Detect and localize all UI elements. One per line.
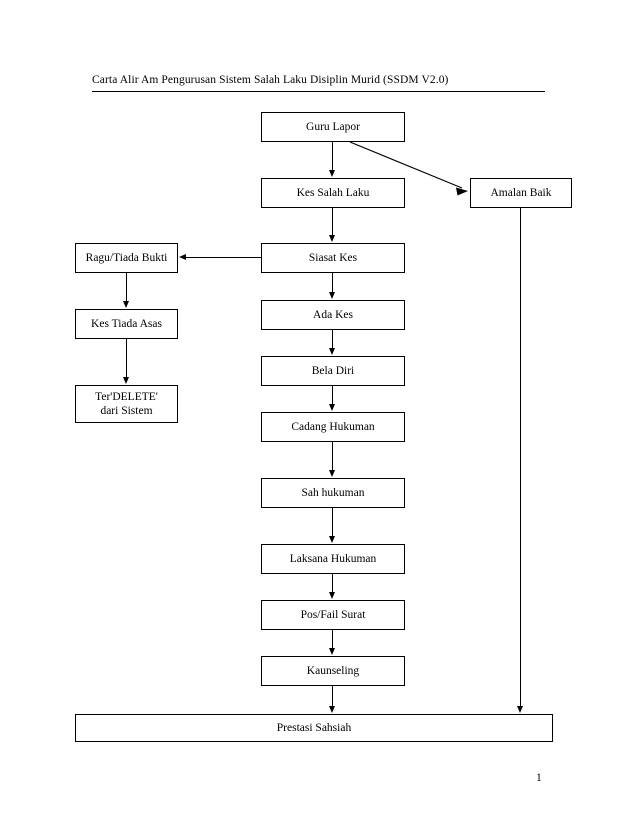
connector-kes-tiada-asas-to-ter-delete <box>126 339 127 378</box>
node-kaunseling-label: Kaunseling <box>306 664 360 677</box>
connector-kes-salah-laku-to-siasat-kes <box>332 208 333 236</box>
node-laksana-hukuman-label: Laksana Hukuman <box>289 552 377 565</box>
arrowhead-pos-fail-surat <box>329 592 335 599</box>
node-cadang-hukuman[interactable]: Cadang Hukuman <box>261 412 405 442</box>
connector-siasat-kes-to-ragu-tiada-bukti <box>186 257 261 258</box>
connector-cadang-hukuman-to-sah-hukuman <box>332 442 333 471</box>
node-ada-kes-label: Ada Kes <box>313 308 353 321</box>
node-prestasi-sahsiah-label: Prestasi Sahsiah <box>276 721 352 734</box>
node-laksana-hukuman[interactable]: Laksana Hukuman <box>261 544 405 574</box>
node-prestasi-sahsiah[interactable]: Prestasi Sahsiah <box>75 714 553 742</box>
connector-sah-hukuman-to-laksana-hukuman <box>332 508 333 537</box>
node-guru-lapor[interactable]: Guru Lapor <box>261 112 405 142</box>
node-guru-lapor-label: Guru Lapor <box>306 120 360 133</box>
node-cadang-hukuman-label: Cadang Hukuman <box>291 420 375 433</box>
node-siasat-kes-label: Siasat Kes <box>308 251 358 264</box>
connector-kaunseling-to-prestasi-sahsiah <box>332 686 333 707</box>
node-ragu-tiada-bukti-label: Ragu/Tiada Bukti <box>85 251 168 264</box>
arrowhead-laksana-hukuman <box>329 536 335 543</box>
node-kes-salah-laku[interactable]: Kes Salah Laku <box>261 178 405 208</box>
arrowhead-kaunseling <box>329 648 335 655</box>
node-amalan-baik[interactable]: Amalan Baik <box>470 178 572 208</box>
arrowhead-ada-kes <box>329 292 335 299</box>
node-kaunseling[interactable]: Kaunseling <box>261 656 405 686</box>
page-title: Carta Alir Am Pengurusan Sistem Salah La… <box>92 74 449 86</box>
arrowhead-siasat-kes <box>329 235 335 242</box>
node-bela-diri-label: Bela Diri <box>311 364 355 377</box>
arrowhead-cadang-hukuman <box>329 404 335 411</box>
arrowhead-bela-diri <box>329 348 335 355</box>
node-ada-kes[interactable]: Ada Kes <box>261 300 405 330</box>
node-kes-tiada-asas[interactable]: Kes Tiada Asas <box>75 309 178 339</box>
node-ter-delete[interactable]: Ter'DELETE' dari Sistem <box>75 385 178 423</box>
node-kes-salah-laku-label: Kes Salah Laku <box>296 186 370 199</box>
connector-siasat-kes-to-ada-kes <box>332 273 333 293</box>
arrowhead-kes-tiada-asas <box>123 301 129 308</box>
page-number: 1 <box>536 772 542 784</box>
node-amalan-baik-label: Amalan Baik <box>490 186 552 199</box>
arrowhead-ragu-tiada-bukti <box>179 254 186 260</box>
connector-ragu-tiada-bukti-to-kes-tiada-asas <box>126 273 127 302</box>
connector-amalan-baik-to-prestasi-sahsiah <box>520 208 521 707</box>
arrowhead-kes-salah-laku <box>329 170 335 177</box>
connector-bela-diri-to-cadang-hukuman <box>332 386 333 405</box>
node-ter-delete-label: Ter'DELETE' dari Sistem <box>95 390 158 417</box>
node-kes-tiada-asas-label: Kes Tiada Asas <box>91 317 162 330</box>
arrowhead-ter-delete <box>123 377 129 384</box>
node-pos-fail-surat-label: Pos/Fail Surat <box>300 608 366 621</box>
connector-pos-fail-surat-to-kaunseling <box>332 630 333 649</box>
node-sah-hukuman-label: Sah hukuman <box>301 486 365 499</box>
node-siasat-kes[interactable]: Siasat Kes <box>261 243 405 273</box>
node-sah-hukuman[interactable]: Sah hukuman <box>261 478 405 508</box>
node-bela-diri[interactable]: Bela Diri <box>261 356 405 386</box>
arrowhead-prestasi-sahsiah-center <box>329 706 335 713</box>
connector-guru-lapor-to-kes-salah-laku <box>332 142 333 171</box>
node-ragu-tiada-bukti[interactable]: Ragu/Tiada Bukti <box>75 243 178 273</box>
connector-ada-kes-to-bela-diri <box>332 330 333 349</box>
title-underline <box>92 91 545 92</box>
arrowhead-prestasi-sahsiah-right <box>517 706 523 713</box>
connector-laksana-hukuman-to-pos-fail-surat <box>332 574 333 593</box>
node-pos-fail-surat[interactable]: Pos/Fail Surat <box>261 600 405 630</box>
arrowhead-sah-hukuman <box>329 470 335 477</box>
